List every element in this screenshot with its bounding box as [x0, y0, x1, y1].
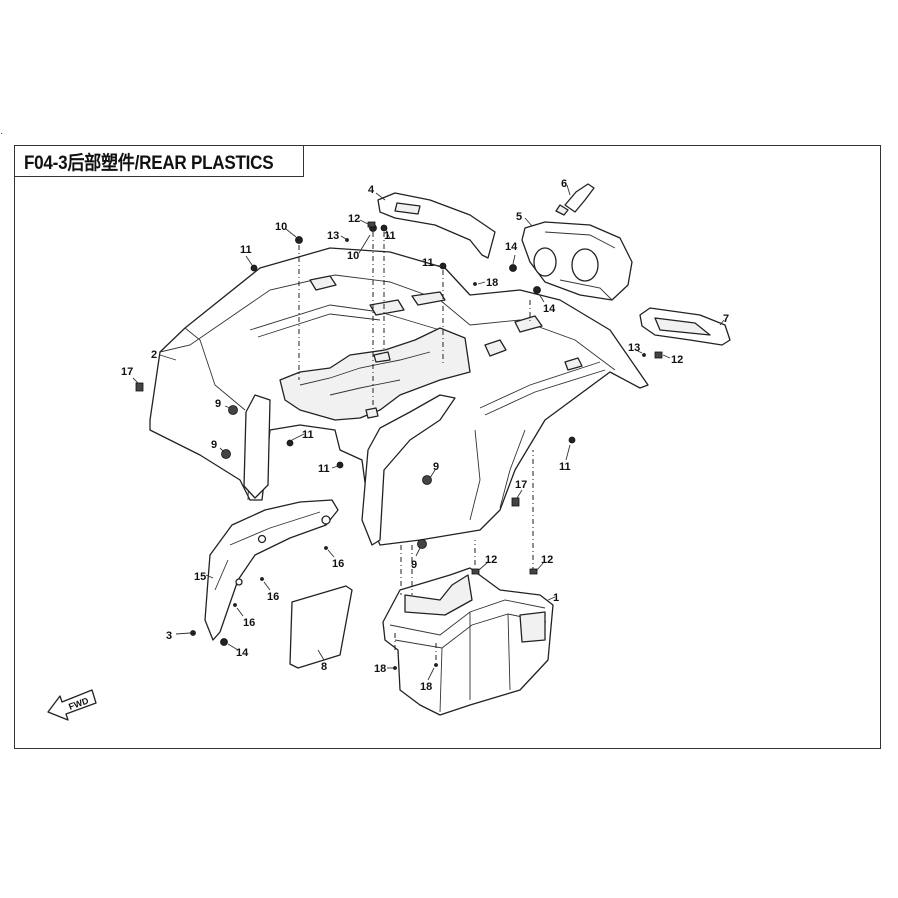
callout-10a: 10 [275, 221, 287, 233]
taillight-part-5 [521, 221, 633, 301]
bolt-11b [250, 264, 258, 272]
callout-16b: 16 [267, 591, 279, 603]
nut-14b [533, 286, 541, 294]
callout-12c: 12 [485, 554, 497, 566]
callout-12b: 12 [671, 354, 683, 366]
leader-lines [132, 184, 725, 681]
rivet-16c [233, 603, 237, 607]
clip-12c [471, 568, 480, 575]
page-title: F04-3后部塑件/REAR PLASTICS [24, 153, 274, 174]
callout-14c: 14 [236, 647, 249, 659]
callout-11f: 11 [559, 461, 571, 473]
storage-box-part-1 [382, 567, 554, 716]
rivet-16a [324, 546, 328, 550]
callout-14b: 14 [543, 303, 556, 315]
sheet-part-8 [289, 585, 353, 669]
callout-18b: 18 [374, 663, 386, 675]
bolt-11f [568, 436, 576, 444]
grommet-9c [422, 475, 432, 485]
callout-11b: 11 [384, 230, 396, 242]
bolt-3 [190, 630, 196, 636]
callout-17a: 17 [121, 366, 133, 378]
clip-12a [367, 221, 376, 228]
bulb-socket-part-6 [555, 183, 595, 216]
callout-14a: 14 [505, 241, 518, 253]
fwd-arrow: FWD [47, 689, 97, 721]
clip-17a [135, 382, 144, 392]
bolt-11a [380, 224, 388, 232]
title-box: F04-3后部塑件/REAR PLASTICS [14, 145, 304, 177]
bolt-11d [286, 439, 294, 447]
clip-17b [511, 497, 520, 507]
callout-17b: 17 [515, 479, 527, 491]
corner-mark: · [0, 128, 4, 139]
pin-18b [393, 666, 397, 670]
screw-13b [642, 353, 646, 357]
callout-6: 6 [561, 178, 567, 190]
rivet-16b [260, 577, 264, 581]
callout-labels: 2 1 3 4 5 6 7 8 9 9 9 9 10 10 11 11 11 1… [121, 178, 729, 693]
callout-13a: 13 [327, 230, 339, 242]
callout-11e: 11 [318, 463, 330, 475]
clip-12d [529, 568, 538, 575]
callout-9c: 9 [433, 461, 439, 473]
fwd-arrow-shape [47, 689, 97, 721]
pin-18c [434, 663, 438, 667]
callout-5: 5 [516, 211, 522, 223]
callout-4: 4 [368, 184, 375, 196]
callout-12a: 12 [348, 213, 360, 225]
hardware [135, 221, 663, 670]
callout-8: 8 [321, 661, 327, 673]
grommet-9a [228, 405, 238, 415]
trim-part-4 [377, 192, 496, 259]
grommet-9d [417, 539, 427, 549]
callout-18a: 18 [486, 277, 498, 289]
callout-16a: 16 [332, 558, 344, 570]
pin-18a [473, 282, 477, 286]
callout-18c: 18 [420, 681, 432, 693]
callout-13b: 13 [628, 342, 640, 354]
bolt-11e [336, 461, 344, 469]
callout-16c: 16 [243, 617, 255, 629]
callout-2: 2 [151, 349, 157, 361]
callout-12d: 12 [541, 554, 553, 566]
clip-12b [654, 351, 663, 359]
callout-9d: 9 [411, 559, 417, 571]
callout-1: 1 [553, 592, 559, 604]
bolt-10a [295, 236, 303, 244]
nut-14c [220, 638, 228, 646]
screw-13a [345, 238, 349, 242]
callout-10b: 10 [347, 250, 359, 262]
callout-11d: 11 [302, 429, 314, 441]
nut-14a [509, 264, 517, 272]
callout-11c: 11 [422, 257, 434, 269]
mudflap-part-15 [204, 499, 339, 641]
drawing-frame [14, 145, 881, 749]
rear-fender-part-2 [149, 247, 649, 546]
callout-7: 7 [723, 313, 729, 325]
callout-15: 15 [194, 571, 206, 583]
assembly-lines [298, 232, 534, 660]
callout-3: 3 [166, 630, 172, 642]
trim-part-7 [639, 307, 731, 346]
callout-11a: 11 [240, 244, 252, 256]
callout-9a: 9 [215, 398, 221, 410]
callout-9b: 9 [211, 439, 217, 451]
